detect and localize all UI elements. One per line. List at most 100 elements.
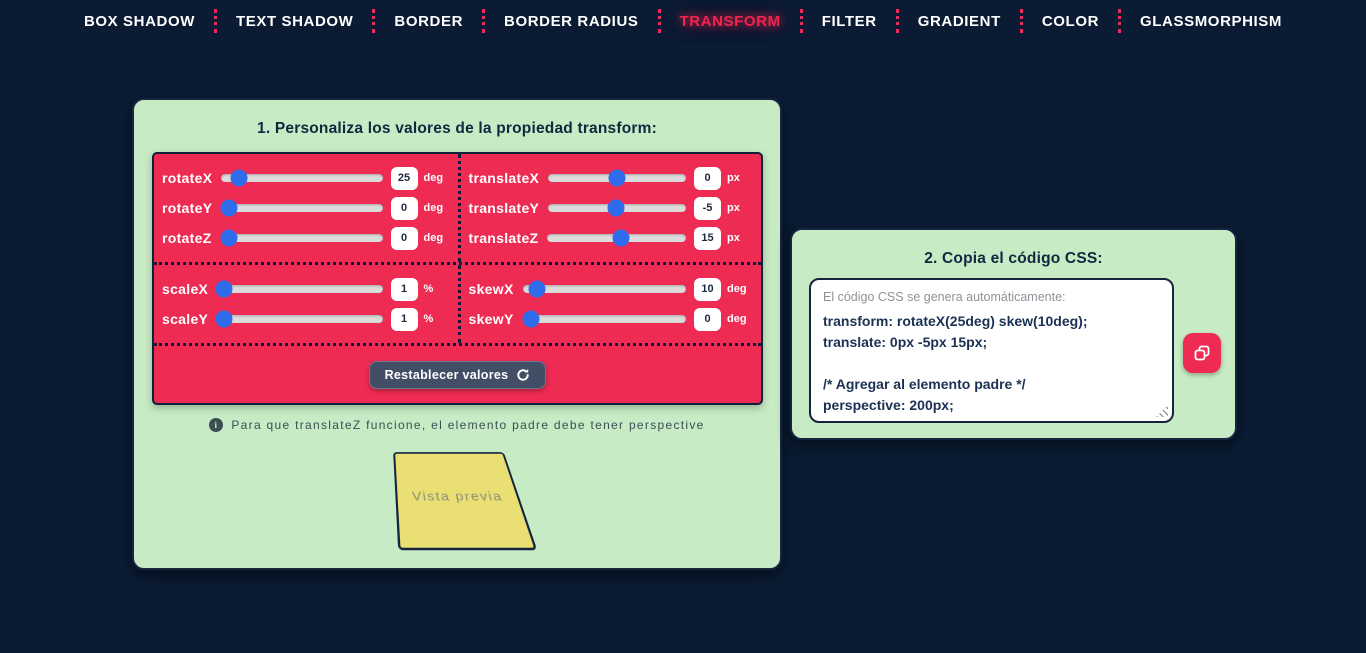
nav-item-color[interactable]: COLOR — [1041, 12, 1100, 30]
nav-item-glassmorphism[interactable]: GLASSMORPHISM — [1140, 12, 1283, 30]
scalex-slider-thumb[interactable] — [215, 280, 233, 298]
rotatex-slider[interactable] — [221, 169, 383, 187]
css-code-textarea[interactable]: El código CSS se genera automáticamente:… — [809, 278, 1174, 423]
nav-item-box-shadow[interactable]: BOX SHADOW — [83, 12, 195, 30]
translatey-label: translateY — [468, 200, 540, 216]
skewy-label: skewY — [468, 311, 514, 327]
rotatex-value-input[interactable] — [390, 166, 418, 190]
rotatez-value-input[interactable] — [390, 226, 418, 250]
translatey-row: translateY px — [469, 196, 754, 220]
nav-divider — [482, 9, 486, 33]
scaley-label: scaleY — [162, 311, 209, 327]
rotatey-label: rotateY — [162, 200, 213, 216]
scaley-slider[interactable] — [215, 310, 383, 328]
scale-skew-section: scaleX % scaleY % — [154, 265, 761, 346]
transform-preview-box: Vista previa — [393, 452, 538, 551]
transform-editor-panel: 1. Personaliza los valores de la propied… — [132, 98, 782, 570]
code-area: El código CSS se genera automáticamente:… — [792, 278, 1235, 423]
rotatey-unit-label: deg — [423, 202, 444, 214]
skewx-unit-label: deg — [727, 283, 747, 295]
skewx-slider-thumb[interactable] — [528, 280, 546, 298]
rotatez-label: rotateZ — [162, 230, 212, 246]
scaley-row: scaleY % — [162, 307, 450, 331]
preview-label: Vista previa — [411, 488, 505, 503]
skewx-value-input[interactable] — [694, 277, 721, 301]
scaley-slider-thumb[interactable] — [215, 310, 233, 328]
translatey-value-input[interactable] — [694, 196, 721, 220]
scaley-value-input[interactable] — [390, 307, 418, 331]
translatez-row: translateZ px — [469, 226, 754, 250]
nav-divider — [657, 9, 661, 33]
rotatey-slider-thumb[interactable] — [220, 199, 238, 217]
scaley-unit-label: % — [423, 313, 434, 325]
nav-item-transform-active[interactable]: TRANSFORM — [679, 12, 781, 30]
nav-item-filter[interactable]: FILTER — [821, 12, 877, 30]
rotatez-unit-label: deg — [423, 232, 444, 244]
translatey-slider-thumb[interactable] — [607, 199, 625, 217]
info-icon: i — [209, 418, 224, 432]
rotatey-row: rotateY deg — [162, 196, 450, 220]
nav-divider — [895, 9, 899, 33]
translatez-unit-label: px — [727, 232, 740, 244]
right-panel-title: 2. Copia el código CSS: — [924, 250, 1103, 267]
translate-column: translateX px translateY px tran — [457, 154, 762, 262]
nav-divider — [1118, 9, 1122, 33]
skewy-value-input[interactable] — [694, 307, 721, 331]
translatey-unit-label: px — [727, 202, 740, 214]
translatex-unit-label: px — [727, 172, 740, 184]
skewy-row: skewY deg — [469, 307, 754, 331]
copy-css-button[interactable] — [1183, 333, 1221, 373]
code-hint-text: El código CSS se genera automáticamente: — [823, 290, 1066, 304]
left-panel-title: 1. Personaliza los valores de la propied… — [257, 120, 657, 137]
rotate-column: rotateX deg rotateY deg rotateZ — [154, 154, 458, 262]
skewy-unit-label: deg — [727, 313, 747, 325]
perspective-note-text: Para que translateZ funcione, el element… — [231, 418, 705, 432]
rotatez-slider[interactable] — [220, 229, 383, 247]
translatez-label: translateZ — [468, 230, 539, 246]
reset-values-label: Restablecer valores — [384, 367, 509, 382]
scalex-value-input[interactable] — [390, 277, 418, 301]
translatey-slider[interactable] — [548, 199, 686, 217]
nav-item-border[interactable]: BORDER — [394, 12, 464, 30]
skew-column: skewX deg skewY deg — [457, 265, 762, 343]
top-navigation: BOX SHADOW TEXT SHADOW BORDER BORDER RAD… — [0, 0, 1366, 42]
reset-button-row: Restablecer valores — [154, 346, 761, 403]
skewx-slider[interactable] — [522, 280, 686, 298]
rotatez-row: rotateZ deg — [162, 226, 450, 250]
nav-item-gradient[interactable]: GRADIENT — [917, 12, 1001, 30]
nav-divider — [799, 9, 803, 33]
rotatex-slider-thumb[interactable] — [230, 169, 248, 187]
copy-icon — [1194, 345, 1210, 361]
rotate-translate-section: rotateX deg rotateY deg rotateZ — [154, 154, 761, 265]
translatex-slider-thumb[interactable] — [608, 169, 626, 187]
reset-values-button[interactable]: Restablecer valores — [368, 360, 547, 389]
scalex-unit-label: % — [423, 283, 434, 295]
scale-column: scaleX % scaleY % — [154, 265, 458, 343]
rotatey-value-input[interactable] — [390, 196, 418, 220]
sliders-panel: rotateX deg rotateY deg rotateZ — [152, 152, 763, 405]
css-output-panel: 2. Copia el código CSS: El código CSS se… — [790, 228, 1237, 440]
scalex-row: scaleX % — [162, 277, 450, 301]
nav-divider — [372, 9, 376, 33]
scalex-slider[interactable] — [215, 280, 383, 298]
translatez-slider[interactable] — [547, 229, 686, 247]
rotatex-label: rotateX — [162, 170, 213, 186]
translatez-slider-thumb[interactable] — [612, 229, 630, 247]
rotatey-slider[interactable] — [220, 199, 383, 217]
scalex-label: scaleX — [162, 281, 209, 297]
nav-item-border-radius[interactable]: BORDER RADIUS — [504, 12, 639, 30]
rotatez-slider-thumb[interactable] — [220, 229, 238, 247]
skewy-slider-thumb[interactable] — [522, 310, 540, 328]
translatez-value-input[interactable] — [694, 226, 721, 250]
translatex-value-input[interactable] — [694, 166, 721, 190]
code-line-transform: transform: rotateX(25deg) skew(10deg); — [823, 313, 1088, 329]
translatex-slider[interactable] — [548, 169, 686, 187]
preview-area: Vista previa — [134, 432, 780, 570]
nav-item-text-shadow[interactable]: TEXT SHADOW — [235, 12, 354, 30]
rotatex-unit-label: deg — [423, 172, 444, 184]
skewy-slider[interactable] — [522, 310, 686, 328]
code-line-translate: translate: 0px -5px 15px; — [823, 334, 988, 350]
perspective-note: i Para que translateZ funcione, el eleme… — [134, 418, 780, 432]
refresh-icon — [517, 368, 530, 381]
skewx-label: skewX — [468, 281, 514, 297]
